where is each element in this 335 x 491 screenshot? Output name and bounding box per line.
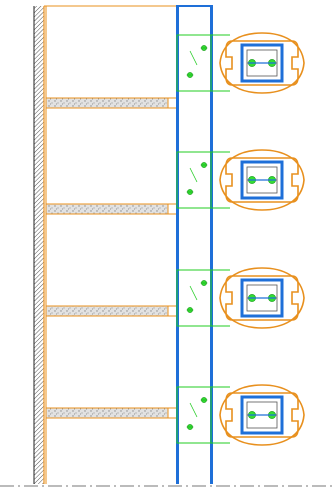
steel-post bbox=[176, 5, 213, 484]
connection-plate bbox=[176, 34, 212, 92]
clip-outer-profile bbox=[219, 384, 305, 446]
level-assembly-4 bbox=[45, 384, 305, 446]
connection-plate bbox=[176, 151, 212, 209]
clip-inner-profile bbox=[225, 40, 299, 86]
square-tube bbox=[240, 278, 284, 318]
post-flange-right bbox=[210, 6, 213, 484]
clip-outer-profile bbox=[219, 149, 305, 211]
floor-slab bbox=[45, 203, 169, 215]
plate-diagonal bbox=[189, 167, 198, 183]
clip-inner-profile bbox=[225, 157, 299, 203]
plate-diagonal bbox=[189, 50, 198, 66]
post-flange-left bbox=[176, 6, 179, 484]
wall bbox=[33, 6, 45, 484]
floor-slab bbox=[45, 407, 169, 419]
square-tube bbox=[240, 395, 284, 435]
plate-diagonal bbox=[189, 402, 198, 418]
floor-slab bbox=[45, 97, 169, 109]
clip-inner-profile bbox=[225, 392, 299, 438]
clip-inner-profile bbox=[225, 275, 299, 321]
clip-outer-profile bbox=[219, 32, 305, 94]
square-tube bbox=[240, 43, 284, 83]
connection-plate bbox=[176, 386, 212, 444]
floor-slab bbox=[45, 305, 169, 317]
plate-diagonal bbox=[189, 285, 198, 301]
level-assembly-1 bbox=[45, 32, 305, 109]
wall-hatch bbox=[34, 6, 44, 484]
square-tube bbox=[240, 160, 284, 200]
levels-group bbox=[45, 32, 305, 446]
level-assembly-2 bbox=[45, 149, 305, 215]
connection-plate bbox=[176, 269, 212, 327]
level-assembly-3 bbox=[45, 267, 305, 329]
clip-outer-profile bbox=[219, 267, 305, 329]
